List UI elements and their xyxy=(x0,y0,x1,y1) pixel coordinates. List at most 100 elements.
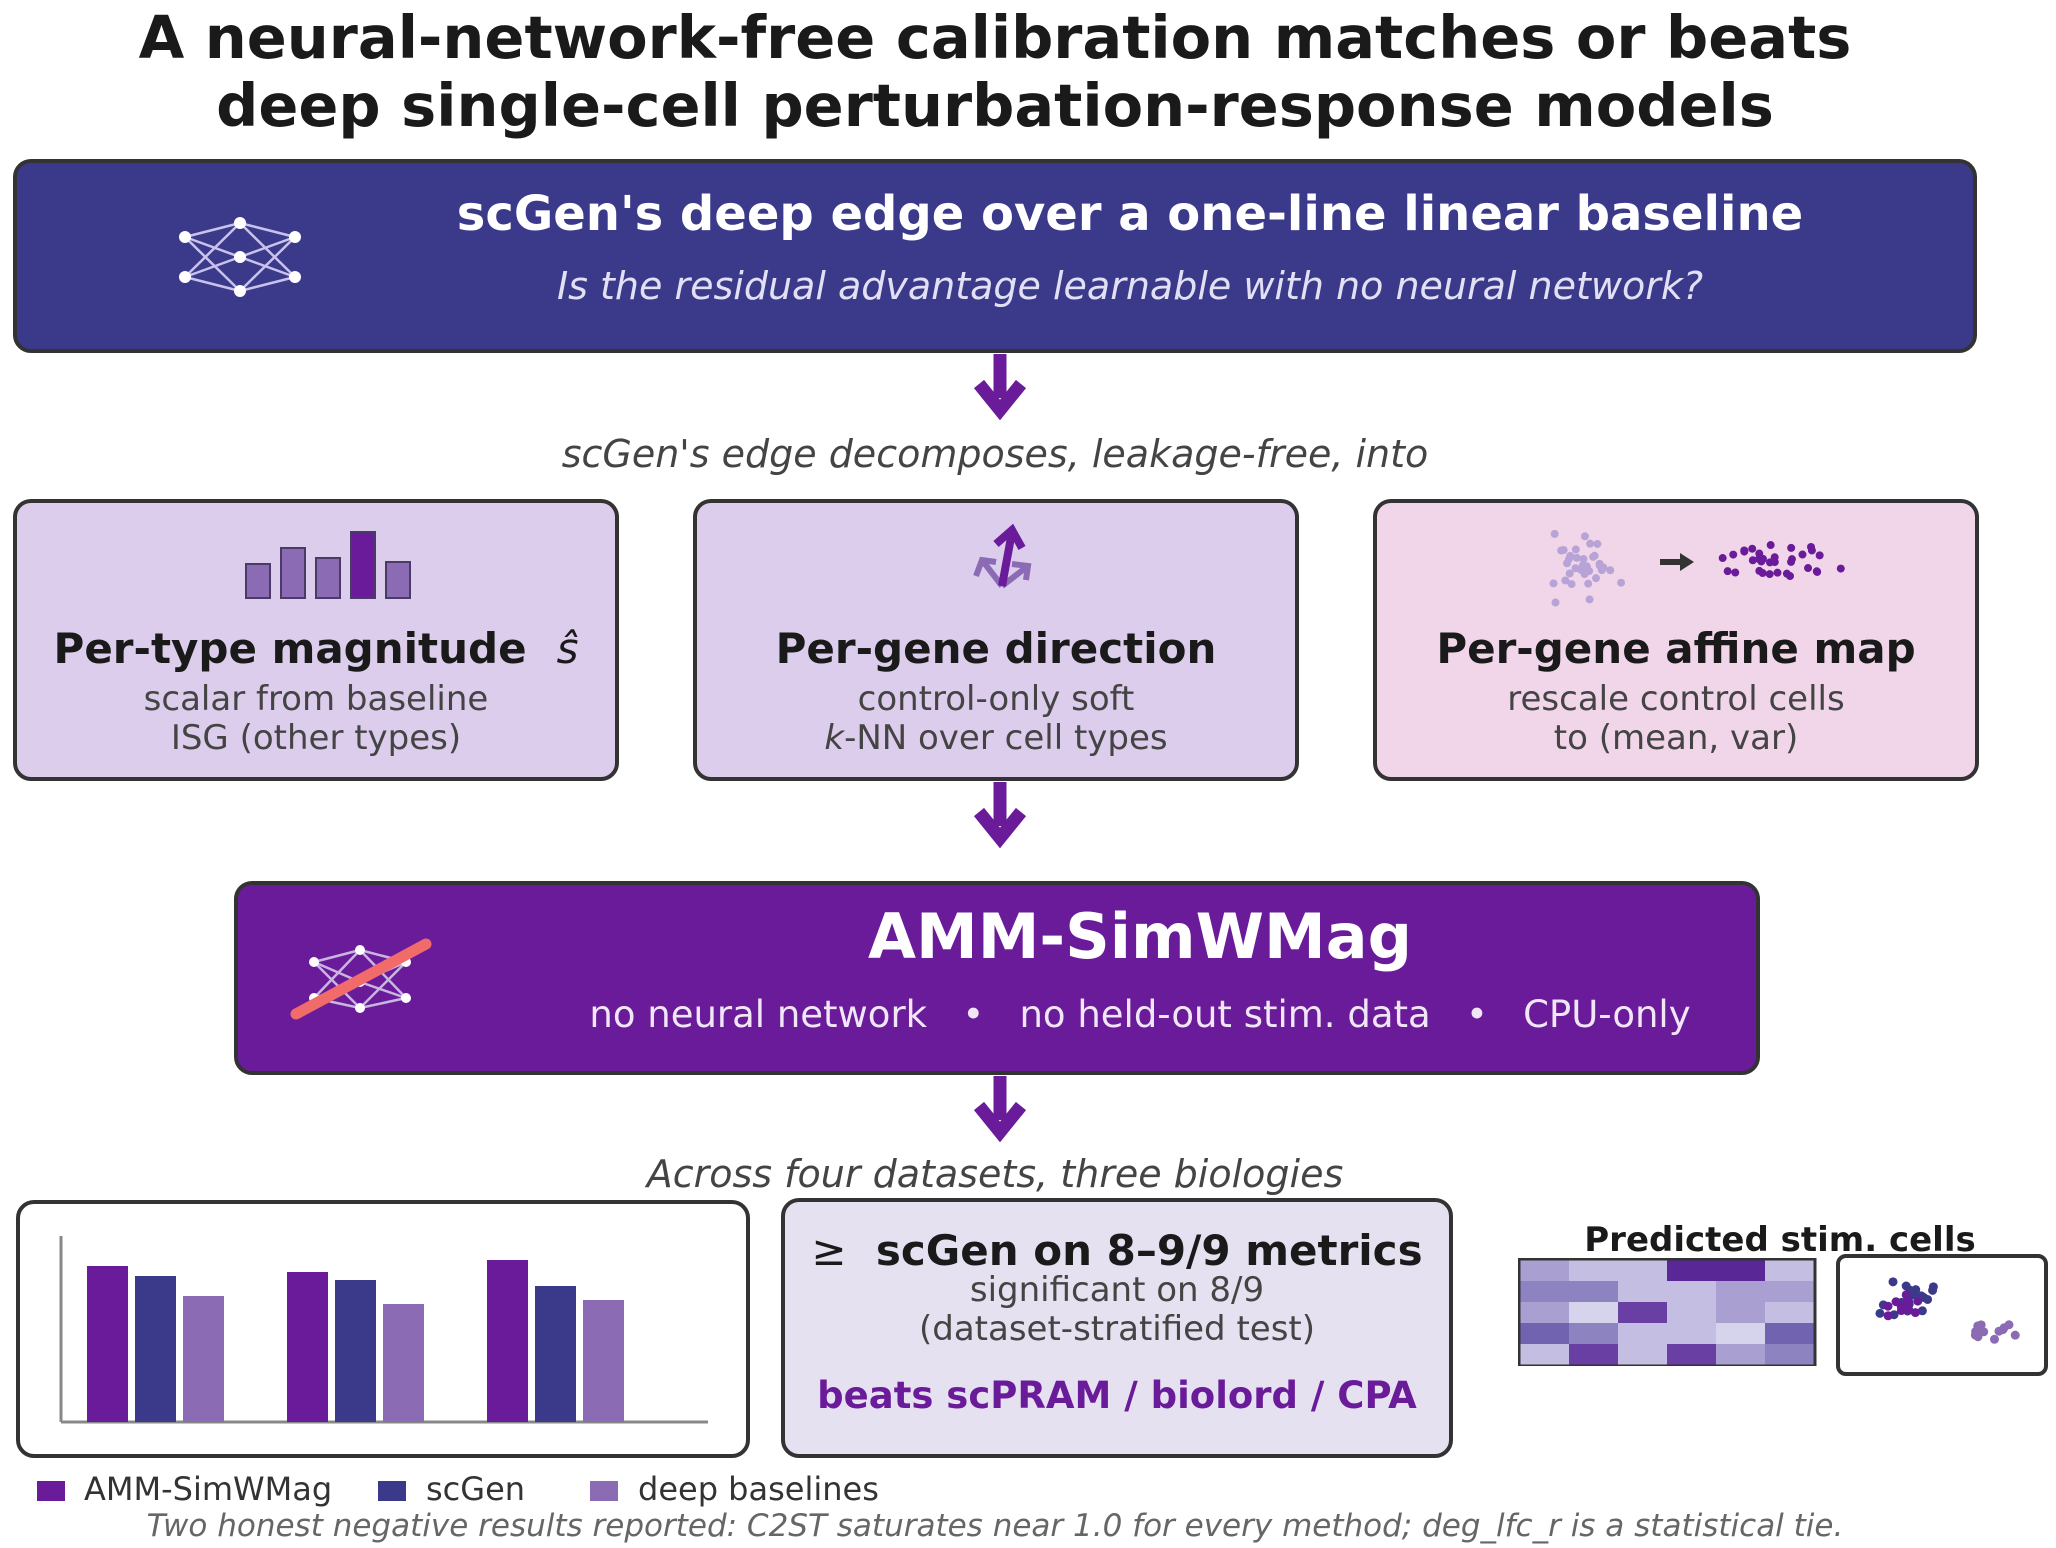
heatmap-cell xyxy=(1667,1281,1716,1302)
card-magnitude xyxy=(13,499,619,781)
card-magnitude-body: scalar from baseline ISG (other types) xyxy=(13,680,619,758)
thumbnail-cell-dot xyxy=(1913,1296,1923,1306)
heatmap-cell xyxy=(1765,1281,1814,1302)
scatter-thumbnail-frame xyxy=(1836,1254,2048,1376)
thumbnail-cell-dot xyxy=(1883,1301,1893,1311)
stim-cell-dot xyxy=(1758,569,1767,578)
heatmap-frame xyxy=(1518,1258,1817,1366)
heatmap-cell xyxy=(1765,1323,1814,1344)
card-direction-body: control-only soft k-NN over cell types xyxy=(693,680,1299,758)
thumbnail-cell-dot xyxy=(1989,1334,1999,1344)
control-cell-dot xyxy=(1580,532,1589,541)
page-title: A neural-network-free calibration matche… xyxy=(0,4,1990,140)
neural-network-icon xyxy=(179,217,301,297)
heatmap-cell xyxy=(1569,1344,1618,1365)
heatmap-cell xyxy=(1569,1323,1618,1344)
card-affine xyxy=(1373,499,1979,781)
method-title: AMM-SimWMag xyxy=(868,900,1412,973)
stim-cell-dot xyxy=(1740,547,1749,556)
heatmap-cell xyxy=(1765,1302,1814,1323)
scatter-transform-icon xyxy=(1549,529,1845,607)
bar-panel-bar xyxy=(183,1296,224,1422)
result-line1: significant on 8/9 xyxy=(969,1270,1265,1310)
card-affine-line2: to (mean, var) xyxy=(1553,718,1799,758)
control-cell-dot xyxy=(1584,579,1593,588)
title-line-2: deep single-cell perturbation-response m… xyxy=(216,71,1774,140)
s-hat-symbol: ŝ xyxy=(556,624,579,673)
thumbnail-cell-dot xyxy=(1896,1301,1906,1311)
stim-cell-dot xyxy=(1765,570,1774,579)
result-details: significant on 8/9 (dataset-stratified t… xyxy=(781,1271,1453,1349)
control-cell-dot xyxy=(1565,569,1574,578)
bar-panel-bar xyxy=(335,1280,376,1422)
card-direction xyxy=(693,499,1299,781)
heatmap-cell xyxy=(1520,1344,1569,1365)
thumbnail-cell-dot xyxy=(1970,1330,1980,1340)
problem-question: Is the residual advantage learnable with… xyxy=(556,264,1704,308)
bar-panel-bar xyxy=(135,1276,176,1422)
control-cell-dot xyxy=(1551,598,1560,607)
stim-cell-dot xyxy=(1729,550,1738,559)
thumbnail-cell-dot xyxy=(2010,1330,2020,1340)
stim-cell-dot xyxy=(1836,564,1845,573)
down-arrow-icon xyxy=(973,1076,1027,1142)
stim-cell-dot xyxy=(1786,572,1795,581)
stim-cell-dot xyxy=(1758,554,1767,563)
stim-cell-dot xyxy=(1773,568,1782,577)
method-properties: no neural network • no held-out stim. da… xyxy=(589,993,1691,1036)
result-line2: (dataset-stratified test) xyxy=(919,1309,1315,1349)
control-cell-dot xyxy=(1580,570,1589,579)
heatmap-cell xyxy=(1520,1323,1569,1344)
thumbnail-cell-dot xyxy=(1888,1277,1898,1287)
control-cell-dot xyxy=(1567,580,1576,589)
control-cell-dot xyxy=(1561,576,1570,585)
heatmap-cell xyxy=(1716,1281,1765,1302)
stim-cell-dot xyxy=(1807,542,1816,551)
control-cell-dot xyxy=(1579,555,1588,564)
bar-panel-bar xyxy=(487,1260,528,1422)
thumbnail-cell-dot xyxy=(1928,1285,1938,1295)
control-cell-dot xyxy=(1549,579,1558,588)
transform-arrow-head xyxy=(1680,553,1694,571)
card-direction-title: Per-gene direction xyxy=(775,624,1217,673)
thumbnail-cell-dot xyxy=(1901,1290,1911,1300)
card-direction-line2: k-NN over cell types xyxy=(824,718,1168,758)
stim-cell-dot xyxy=(1770,558,1779,567)
heatmap-cell xyxy=(1520,1302,1569,1323)
heatmap-cell xyxy=(1618,1302,1667,1323)
control-cell-dot xyxy=(1591,574,1600,583)
thumbnail-cell-dot xyxy=(1999,1323,2009,1333)
result-box xyxy=(781,1198,1453,1458)
legend-label-amm: AMM-SimWMag xyxy=(84,1470,333,1508)
card-affine-body: rescale control cells to (mean, var) xyxy=(1373,680,1979,758)
heatmap-cell xyxy=(1520,1281,1569,1302)
card-magnitude-line1: scalar from baseline xyxy=(143,679,489,719)
card-affine-title: Per-gene affine map xyxy=(1436,624,1916,673)
control-cell-dot xyxy=(1564,555,1573,564)
control-cell-dot xyxy=(1585,595,1594,604)
legend-swatch-amm xyxy=(37,1481,65,1501)
heatmap-cell xyxy=(1618,1344,1667,1365)
stim-cell-dot xyxy=(1787,555,1796,564)
card-direction-line1: control-only soft xyxy=(857,679,1135,719)
heatmap-cell xyxy=(1765,1344,1814,1365)
heatmap-cell xyxy=(1716,1302,1765,1323)
thumbnail-cell-dot xyxy=(1875,1308,1885,1318)
heatmap-cell xyxy=(1569,1302,1618,1323)
heatmap-cell xyxy=(1667,1302,1716,1323)
footer-note: Two honest negative results reported: C2… xyxy=(146,1508,1844,1544)
heatmap-cell xyxy=(1667,1344,1716,1365)
stim-cell-dot xyxy=(1813,567,1822,576)
card-magnitude-title-text: Per-type magnitude xyxy=(53,624,527,673)
legend-swatch-deep xyxy=(590,1481,618,1501)
heatmap-cell xyxy=(1618,1281,1667,1302)
control-cell-dot xyxy=(1578,561,1587,570)
problem-heading: scGen's deep edge over a one-line linear… xyxy=(456,186,1804,242)
card-affine-line1: rescale control cells xyxy=(1507,679,1845,719)
control-cell-dot xyxy=(1589,552,1598,561)
geq-symbol: ≥ xyxy=(811,1226,847,1275)
stim-cell-dot xyxy=(1798,550,1807,559)
stim-cell-dot xyxy=(1815,551,1824,560)
heatmap-cell xyxy=(1716,1260,1765,1281)
heatmap-cell xyxy=(1765,1260,1814,1281)
